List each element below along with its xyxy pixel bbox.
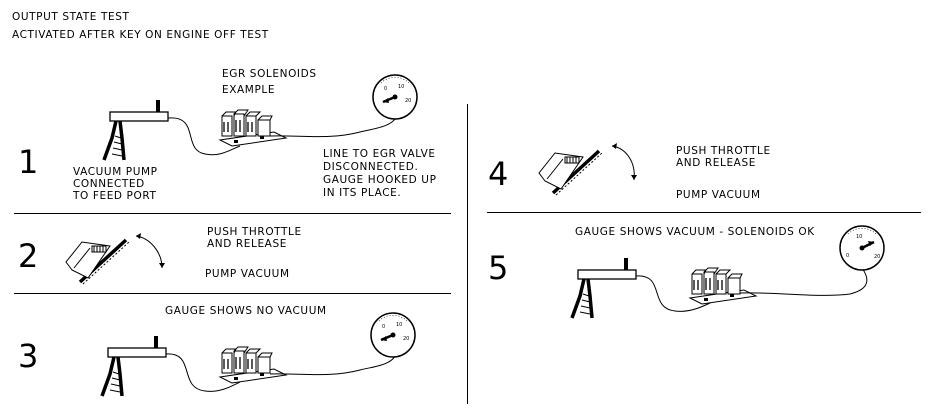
- step-4-throttle: [537, 149, 604, 197]
- step-5-gauge-mark-right: 20: [874, 254, 880, 260]
- step-1-gauge-line: [269, 109, 401, 138]
- step-3-gauge-mark-top: 10: [396, 322, 402, 328]
- step-1-gauge: 0 10 20: [372, 74, 418, 120]
- step-4-arrowheads: [612, 143, 637, 180]
- step-1-gauge-mark-right: 20: [405, 98, 411, 104]
- step-4-throttle-label: PUSH THROTTLE AND RELEASE: [676, 145, 771, 169]
- step-1-gauge-mark-left: 0: [384, 86, 387, 92]
- step-2-arrowheads: [136, 233, 165, 268]
- step-1-hose: [167, 117, 241, 156]
- step-3-solenoids: [219, 346, 287, 384]
- step-4-throttle-line1: PUSH THROTTLE: [676, 145, 771, 157]
- step-2-throttle-line1: PUSH THROTTLE: [207, 226, 302, 238]
- step-5-hose: [635, 275, 713, 312]
- step-3-gauge-mark-right: 20: [403, 336, 409, 342]
- divider-2-3: [14, 293, 451, 294]
- step-number-3: 3: [18, 337, 39, 375]
- step-2-throttle: [64, 238, 131, 286]
- step-1-vacuum-pump: [102, 98, 170, 162]
- step-4-motion-arrow: [611, 145, 635, 181]
- step-1-solenoids-line2: EXAMPLE: [222, 84, 276, 96]
- step-1-line-line4: IN ITS PLACE.: [323, 187, 402, 199]
- step-5-gauge-line: [739, 267, 868, 296]
- step-4-throttle-line2: AND RELEASE: [676, 157, 756, 169]
- step-3-gauge-line: [269, 348, 399, 376]
- step-5-vacuum-pump: [570, 256, 638, 320]
- step-5-gauge-mark-left: 0: [846, 253, 849, 259]
- step-number-2: 2: [18, 237, 39, 275]
- step-5-result-label: GAUGE SHOWS VACUUM - SOLENOIDS OK: [575, 226, 815, 238]
- divider-1-2: [14, 213, 451, 214]
- step-3-gauge: 0 10 20: [370, 312, 416, 358]
- diagram-subtitle: ACTIVATED AFTER KEY ON ENGINE OFF TEST: [12, 29, 269, 41]
- divider-4-5: [487, 212, 921, 213]
- step-1-pump-line1: VACUUM PUMP: [73, 166, 158, 178]
- step-1-pump-line2: CONNECTED: [73, 178, 145, 190]
- step-2-pump-label: PUMP VACUUM: [205, 268, 290, 280]
- step-4-pump-label: PUMP VACUUM: [676, 189, 761, 201]
- step-2-throttle-label: PUSH THROTTLE AND RELEASE: [207, 226, 302, 250]
- step-number-1: 1: [18, 143, 39, 181]
- step-2-throttle-line2: AND RELEASE: [207, 238, 287, 250]
- step-1-pump-line3: TO FEED PORT: [73, 190, 157, 202]
- step-3-result-label: GAUGE SHOWS NO VACUUM: [165, 305, 327, 317]
- step-3-vacuum-pump: [100, 334, 168, 398]
- step-5-gauge-mark-top: 10: [856, 234, 862, 240]
- diagram-title: OUTPUT STATE TEST: [12, 11, 130, 23]
- step-1-pump-label: VACUUM PUMP CONNECTED TO FEED PORT: [73, 166, 158, 202]
- step-1-solenoids-line1: EGR SOLENOIDS: [222, 68, 317, 80]
- step-1-solenoids: [219, 109, 287, 147]
- step-3-gauge-mark-left: 0: [382, 324, 385, 330]
- step-number-4: 4: [488, 155, 509, 193]
- step-1-gauge-mark-top: 10: [398, 84, 404, 90]
- step-5-solenoids: [689, 267, 757, 305]
- step-number-5: 5: [488, 249, 509, 287]
- step-1-line-line1: LINE TO EGR VALVE: [323, 148, 436, 160]
- step-1-line-label: LINE TO EGR VALVE DISCONNECTED. GAUGE HO…: [323, 148, 437, 200]
- step-1-line-line3: GAUGE HOOKED UP: [323, 174, 437, 186]
- step-1-solenoids-label: EGR SOLENOIDS EXAMPLE: [222, 68, 317, 97]
- step-1-line-line2: DISCONNECTED.: [323, 161, 419, 173]
- divider-vertical: [467, 104, 468, 404]
- step-2-motion-arrow: [135, 235, 163, 269]
- step-3-hose: [165, 353, 241, 392]
- step-5-gauge: 0 10 20: [839, 225, 885, 271]
